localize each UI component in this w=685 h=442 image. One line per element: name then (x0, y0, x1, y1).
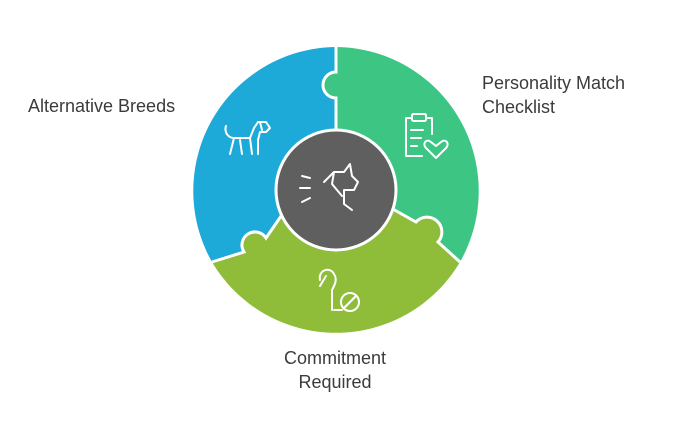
label-line: Alternative Breeds (28, 96, 176, 116)
segment-alternative-breeds (193, 47, 336, 262)
dog-with-pill-icon (318, 268, 360, 312)
walking-dog-icon (224, 121, 271, 155)
clipboard-heart-icon (405, 113, 449, 159)
label-commitment: Commitment Required (250, 346, 420, 394)
segment-commitment (212, 203, 460, 333)
barking-dog-icon (299, 163, 359, 211)
label-personality-match: Personality Match Checklist (482, 71, 625, 119)
segment-personality-match (323, 47, 479, 262)
label-line: Required (298, 372, 372, 392)
label-line: Personality Match (482, 73, 626, 93)
label-line: Checklist (482, 97, 556, 117)
label-line: Commitment (283, 348, 386, 368)
segment-dividers (211, 47, 462, 264)
label-alternative-breeds: Alternative Breeds (28, 94, 175, 118)
